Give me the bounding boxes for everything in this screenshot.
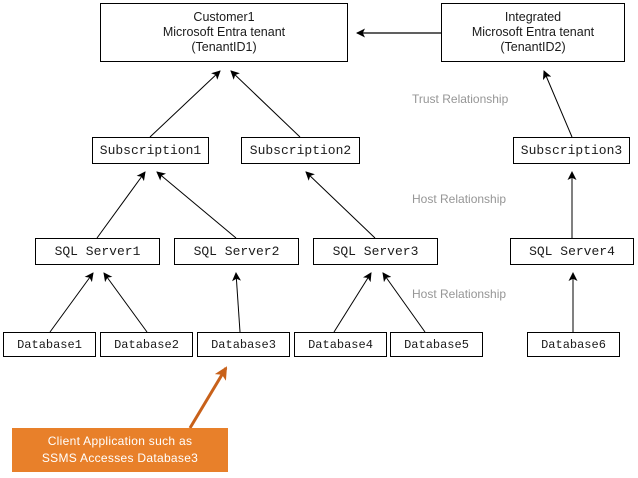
database-box-database5[interactable]: Database5 [390,332,483,357]
database4-label: Database4 [308,337,373,352]
database1-label: Database1 [17,337,82,352]
server-box-sql-server3[interactable]: SQL Server3 [313,238,438,265]
database-box-database3[interactable]: Database3 [197,332,290,357]
database-box-database4[interactable]: Database4 [294,332,387,357]
database-box-database2[interactable]: Database2 [100,332,193,357]
database-box-database1[interactable]: Database1 [3,332,96,357]
sql-server3-label: SQL Server3 [332,244,419,259]
edge-database4-to-sqlserver3 [333,272,372,333]
label-trust-relationship: Trust Relationship [412,92,509,106]
tenant-customer1-line3: (TenantID1) [191,40,257,54]
tenant-integrated-line1: Integrated [504,10,562,24]
label-host-relationship-subscription: Host Relationship [412,192,507,206]
client-application-callout[interactable]: Client Application such as SSMS Accesses… [12,428,228,472]
server-box-sql-server2[interactable]: SQL Server2 [174,238,299,265]
tenant-box-integrated[interactable]: Integrated Microsoft Entra tenant (Tenan… [441,3,625,62]
database-box-database6[interactable]: Database6 [527,332,620,357]
sql-server2-label: SQL Server2 [193,244,280,259]
tenant-integrated-line2: Microsoft Entra tenant [471,25,595,39]
tenant-box-customer1[interactable]: Customer1 Microsoft Entra tenant (Tenant… [100,3,348,62]
edge-sqlserver2-to-subscription1 [156,171,237,239]
database3-label: Database3 [211,337,276,352]
subscription3-label: Subscription3 [520,143,623,158]
edge-sqlserver1-to-subscription1 [96,171,146,239]
edge-subscription1-to-customer1 [149,70,221,138]
subscription-box-subscription2[interactable]: Subscription2 [241,137,360,164]
tenant-customer1-line1: Customer1 [193,10,255,24]
subscription2-label: Subscription2 [249,143,352,158]
callout-line2: SSMS Accesses Database3 [41,451,199,465]
edge-subscription3-to-integrated [542,70,573,138]
tenant-customer1-line2: Microsoft Entra tenant [162,25,286,39]
subscription-box-subscription3[interactable]: Subscription3 [513,137,630,164]
sql-server4-label: SQL Server4 [529,244,615,259]
edge-subscription2-to-customer1 [230,70,301,138]
sql-server1-label: SQL Server1 [54,244,141,259]
callout-line1: Client Application such as [47,434,193,448]
edge-database3-to-sqlserver2 [232,272,242,333]
tenant-integrated-line3: (TenantID2) [500,40,566,54]
edge-database1-to-sqlserver1 [49,272,94,333]
database2-label: Database2 [114,337,179,352]
edge-database5-to-sqlserver3 [382,272,426,333]
edge-callout-to-database3 [188,366,228,429]
server-box-sql-server1[interactable]: SQL Server1 [35,238,160,265]
edge-sqlserver3-to-subscription2 [305,171,376,239]
database6-label: Database6 [541,337,606,352]
label-host-relationship-server: Host Relationship [412,287,507,301]
subscription1-label: Subscription1 [99,143,202,158]
server-box-sql-server4[interactable]: SQL Server4 [510,238,634,265]
edge-database2-to-sqlserver1 [103,272,148,333]
subscription-box-subscription1[interactable]: Subscription1 [92,137,209,164]
database5-label: Database5 [404,337,469,352]
